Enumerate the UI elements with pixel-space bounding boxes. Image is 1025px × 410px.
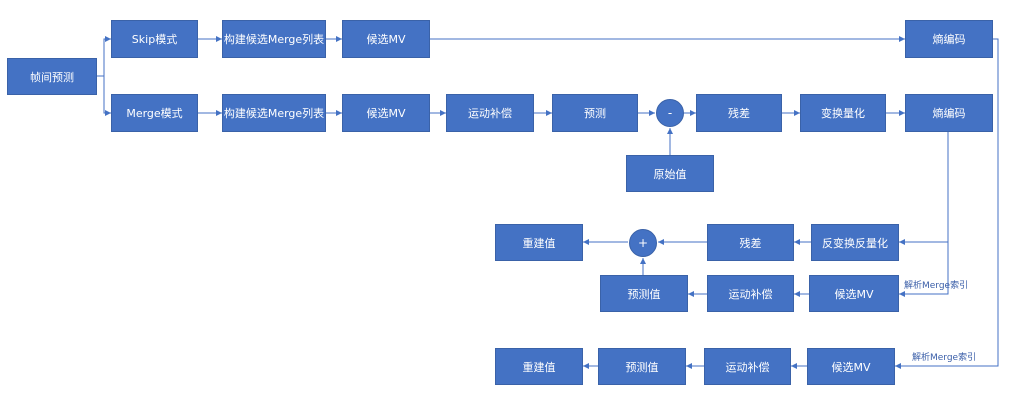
connector-entropy-to-inverse <box>899 131 949 245</box>
inter-prediction-box: 帧间预测 <box>7 58 97 95</box>
subtract-operator: - <box>656 99 684 127</box>
skip-entropy-coding-box: 熵编码 <box>905 20 993 58</box>
skip-candidate-mv-box: 候选MV <box>342 20 430 58</box>
merge-prediction-box: 预测 <box>552 94 638 132</box>
merge-candidate-mv-box: 候选MV <box>342 94 430 132</box>
merge-decode-residual-box: 残差 <box>707 224 794 261</box>
merge-decode-motion-compensation-box: 运动补偿 <box>707 275 794 312</box>
skip-decode-parse-index-note: 解析Merge索引 <box>912 353 977 363</box>
connector-inter-to-merge <box>97 75 111 116</box>
merge-build-merge-list-box: 构建候选Merge列表 <box>222 94 326 132</box>
skip-decode-reconstructed-box: 重建值 <box>495 348 583 385</box>
merge-motion-compensation-box: 运动补偿 <box>446 94 534 132</box>
connector-inter-to-skip <box>97 36 111 77</box>
connector-skip-entropy-to-mv <box>895 38 999 369</box>
merge-decode-predicted-box: 预测值 <box>600 275 688 312</box>
skip-decode-candidate-mv-box: 候选MV <box>807 348 895 385</box>
skip-decode-motion-compensation-box: 运动补偿 <box>704 348 791 385</box>
merge-decode-parse-index-note: 解析Merge索引 <box>904 281 969 291</box>
inverse-transform-quant-box: 反变换反量化 <box>811 224 899 261</box>
skip-build-merge-list-box: 构建候选Merge列表 <box>222 20 326 58</box>
original-value-box: 原始值 <box>626 155 714 192</box>
merge-entropy-coding-box: 熵编码 <box>905 94 993 132</box>
merge-decode-reconstructed-box: 重建值 <box>495 224 583 261</box>
merge-transform-quant-box: 变换量化 <box>800 94 886 132</box>
connector-entropy-to-mv <box>899 131 949 297</box>
skip-mode-box: Skip模式 <box>111 20 198 58</box>
skip-decode-predicted-box: 预测值 <box>598 348 686 385</box>
merge-mode-box: Merge模式 <box>111 94 198 132</box>
add-operator: + <box>629 229 657 257</box>
merge-decode-candidate-mv-box: 候选MV <box>809 275 899 312</box>
merge-residual-box: 残差 <box>696 94 782 132</box>
